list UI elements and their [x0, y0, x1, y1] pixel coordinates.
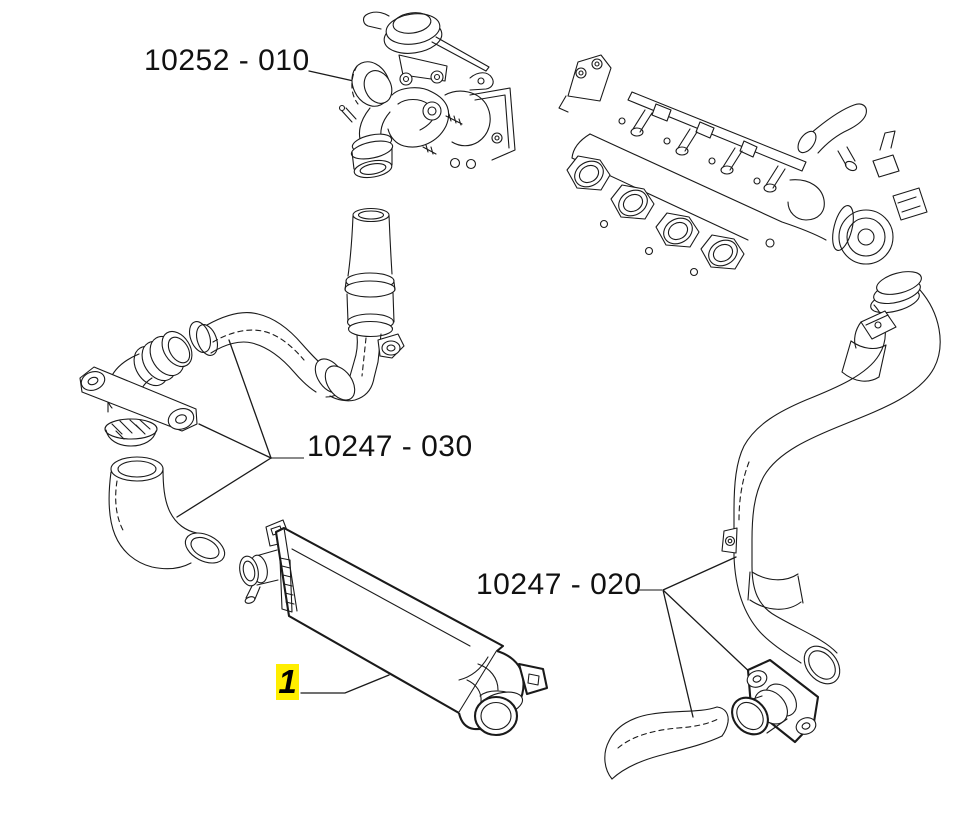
leader-030-branches — [176, 339, 272, 518]
j-hose-drawing — [108, 456, 226, 570]
leader-020-branches — [662, 556, 756, 718]
leader-badge-1 — [300, 674, 390, 694]
outlet-elbow-flange-drawing — [731, 658, 820, 744]
leader-lines — [176, 70, 756, 718]
turbocharger-drawing — [338, 11, 516, 179]
air-pipe-resonator-drawing — [325, 207, 405, 402]
callout-label-lower-hoses[interactable]: 10247 - 020 — [476, 568, 642, 601]
intake-manifold-drawing — [558, 54, 928, 277]
lower-curved-hose-drawing — [604, 706, 729, 780]
intercooler-drawing — [239, 519, 549, 737]
intermediate-hose-drawing — [188, 312, 356, 401]
callout-badge-intercooler[interactable]: 1 — [276, 664, 299, 700]
callout-label-turbocharger[interactable]: 10252 - 010 — [144, 44, 310, 77]
elbow-flange-hose-drawing — [79, 330, 198, 447]
callout-label-upper-hoses[interactable]: 10247 - 030 — [307, 430, 473, 463]
right-charge-hose-drawing — [721, 271, 941, 685]
